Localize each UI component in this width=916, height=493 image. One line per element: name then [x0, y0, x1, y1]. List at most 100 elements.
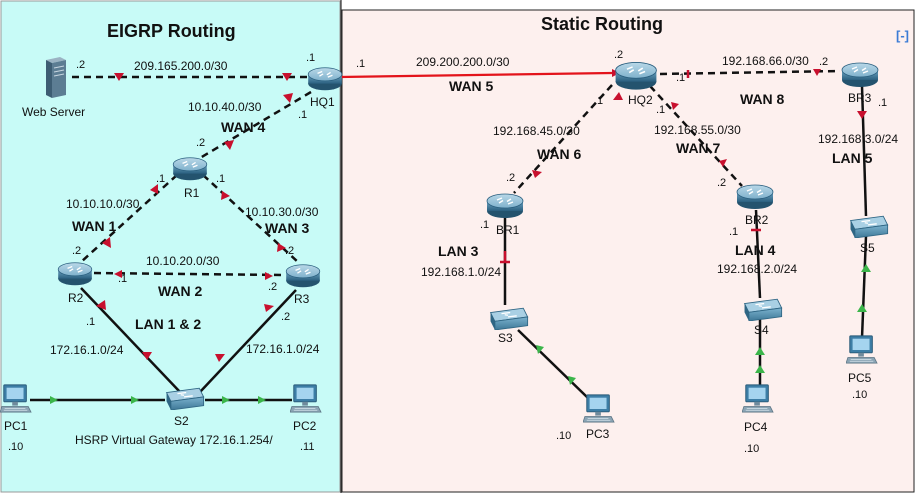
net-wan7: 192.168.55.0/30 [654, 123, 741, 137]
hsrp-gateway: HSRP Virtual Gateway 172.16.1.254/ [75, 433, 273, 447]
net-wan6: 192.168.45.0/30 [493, 124, 580, 138]
net-lan5: 192.168.3.0/24 [818, 132, 898, 146]
link-wan5 [339, 71, 613, 79]
link-wan1 [80, 174, 178, 263]
pc2-icon[interactable] [290, 384, 322, 413]
s4-switch-icon[interactable] [743, 298, 783, 321]
addr-br2-lan: .1 [729, 226, 738, 238]
addr-pc2: .11 [300, 441, 314, 453]
label-br3: BR3 [848, 91, 872, 105]
link-r3-s2 [199, 289, 297, 393]
label-br2: BR2 [745, 213, 769, 227]
net-webserver: 209.165.200.0/30 [134, 59, 228, 73]
addr-hq2-wan6: .1 [594, 95, 603, 107]
port-indicators [96, 69, 867, 362]
label-s4: S4 [754, 323, 769, 337]
addr-hq1-wan4: .1 [298, 109, 307, 121]
link-name-lan3: LAN 3 [438, 243, 479, 259]
net-lan4: 192.168.2.0/24 [717, 262, 797, 276]
link-s5-pc5 [860, 235, 868, 339]
r2-router-icon[interactable] [57, 262, 93, 286]
link-name-lan4: LAN 4 [735, 242, 776, 258]
pc3-icon[interactable] [583, 394, 615, 423]
addr-pc1: .10 [8, 441, 23, 453]
pc1-icon[interactable] [0, 384, 32, 413]
port-indicators-green [50, 264, 871, 404]
link-wan4 [199, 90, 312, 160]
addr-br2-wan7: .2 [717, 177, 726, 189]
link-br2-s4 [754, 209, 762, 299]
addr-hq2-wan7: .1 [656, 104, 665, 116]
addr-ws: .2 [76, 59, 85, 71]
net-lan12-right: 172.16.1.0/24 [246, 342, 320, 356]
addr-hq2-wan5: .2 [614, 49, 623, 61]
link-name-wan5: WAN 5 [449, 78, 494, 94]
static-title: Static Routing [541, 14, 663, 34]
s3-switch-icon[interactable] [489, 307, 529, 330]
link-name-lan5: LAN 5 [832, 150, 873, 166]
static-title-bg [536, 12, 686, 36]
addr-hq1-ws: .1 [306, 52, 315, 64]
s2-switch-icon[interactable] [165, 387, 205, 410]
br3-router-icon[interactable] [841, 62, 879, 88]
link-name-wan2: WAN 2 [158, 283, 203, 299]
link-wan6 [513, 84, 613, 194]
link-name-wan4: WAN 4 [221, 119, 266, 135]
link-wan7 [649, 85, 743, 187]
pc5-icon[interactable] [846, 335, 878, 364]
port-indicators-bars [500, 70, 761, 264]
link-s3-pc3 [517, 329, 589, 399]
link-name-wan6: WAN 6 [537, 146, 582, 162]
hq2-router-icon[interactable] [614, 61, 658, 91]
addr-r3-wan2: .2 [268, 281, 277, 293]
net-lan3: 192.168.1.0/24 [421, 265, 501, 279]
addr-r3-lan: .2 [281, 311, 290, 323]
label-hq1: HQ1 [310, 95, 335, 109]
label-s2: S2 [174, 414, 189, 428]
label-s3: S3 [498, 331, 513, 345]
addr-r1-wan1: .1 [156, 173, 165, 185]
addr-r1-wan4: .2 [196, 137, 205, 149]
net-wan8: 192.168.66.0/30 [722, 54, 809, 68]
corner-icon[interactable]: [-] [896, 28, 909, 43]
addr-r3-wan3: .2 [285, 245, 294, 257]
addr-r1-wan3: .1 [216, 173, 225, 185]
addr-r2-wan2: .1 [118, 273, 127, 285]
link-name-lan12: LAN 1 & 2 [135, 316, 201, 332]
addr-pc3: .10 [556, 430, 571, 442]
addr-br3-lan: .1 [878, 97, 887, 109]
net-wan2: 10.10.20.0/30 [146, 254, 220, 268]
addr-hq2-wan8: .1 [676, 72, 685, 84]
label-br1: BR1 [496, 223, 520, 237]
br2-router-icon[interactable] [736, 184, 774, 210]
link-wan2 [93, 271, 285, 277]
net-lan12-left: 172.16.1.0/24 [50, 343, 124, 357]
label-pc2: PC2 [293, 419, 317, 433]
net-wan3: 10.10.30.0/30 [245, 205, 319, 219]
s5-switch-icon[interactable] [849, 215, 889, 238]
web-server-icon[interactable] [45, 56, 67, 98]
label-s5: S5 [860, 241, 875, 255]
r1-router-icon[interactable] [172, 157, 208, 181]
pc4-icon[interactable] [742, 384, 774, 413]
br1-router-icon[interactable] [486, 193, 524, 219]
r3-router-icon[interactable] [285, 264, 321, 288]
hq1-router-icon[interactable] [307, 67, 343, 91]
net-wan4: 10.10.40.0/30 [188, 100, 262, 114]
label-web-server: Web Server [22, 105, 85, 119]
addr-r2-lan: .1 [86, 316, 95, 328]
label-hq2: HQ2 [628, 93, 653, 107]
label-pc5: PC5 [848, 371, 872, 385]
net-wan5: 209.200.200.0/30 [416, 55, 510, 69]
link-wan3 [202, 174, 299, 263]
link-name-wan3: WAN 3 [265, 220, 310, 236]
link-name-wan8: WAN 8 [740, 91, 785, 107]
link-br3-s5 [860, 85, 868, 217]
link-wan8 [659, 69, 841, 76]
addr-pc5: .10 [852, 389, 867, 401]
eigrp-title: EIGRP Routing [107, 21, 236, 41]
label-r2: R2 [68, 291, 84, 305]
addr-pc4: .10 [744, 443, 759, 455]
